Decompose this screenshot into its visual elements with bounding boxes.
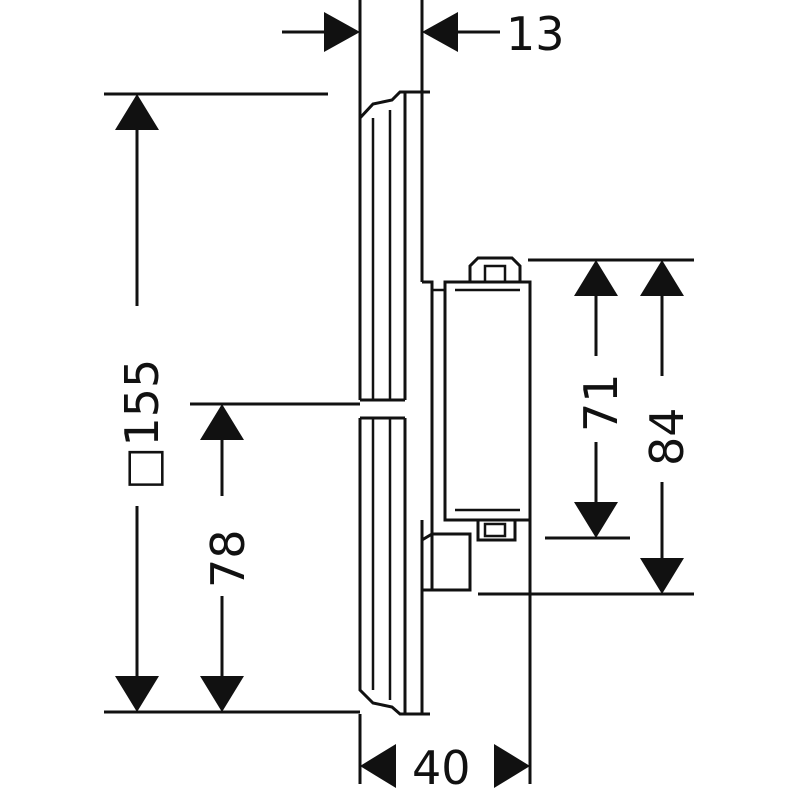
dimension-78-label: 78 [201,529,255,588]
dimension-84-label: 84 [640,407,694,466]
dimension-13-label: 13 [506,7,565,61]
module-body-outline [420,256,532,592]
cover-plate-outline [358,90,430,716]
dimension-13: 13 [282,0,565,118]
dimension-71-label: 71 [574,373,628,432]
dimension-155: □155 [104,92,360,714]
dimension-84: 84 [478,258,694,596]
dimension-78: 78 [190,402,360,712]
dimension-71: 71 [528,258,630,540]
dimension-40-label: 40 [412,741,471,795]
dimension-155-label: □155 [115,359,169,490]
dimension-40: 40 [358,520,532,795]
